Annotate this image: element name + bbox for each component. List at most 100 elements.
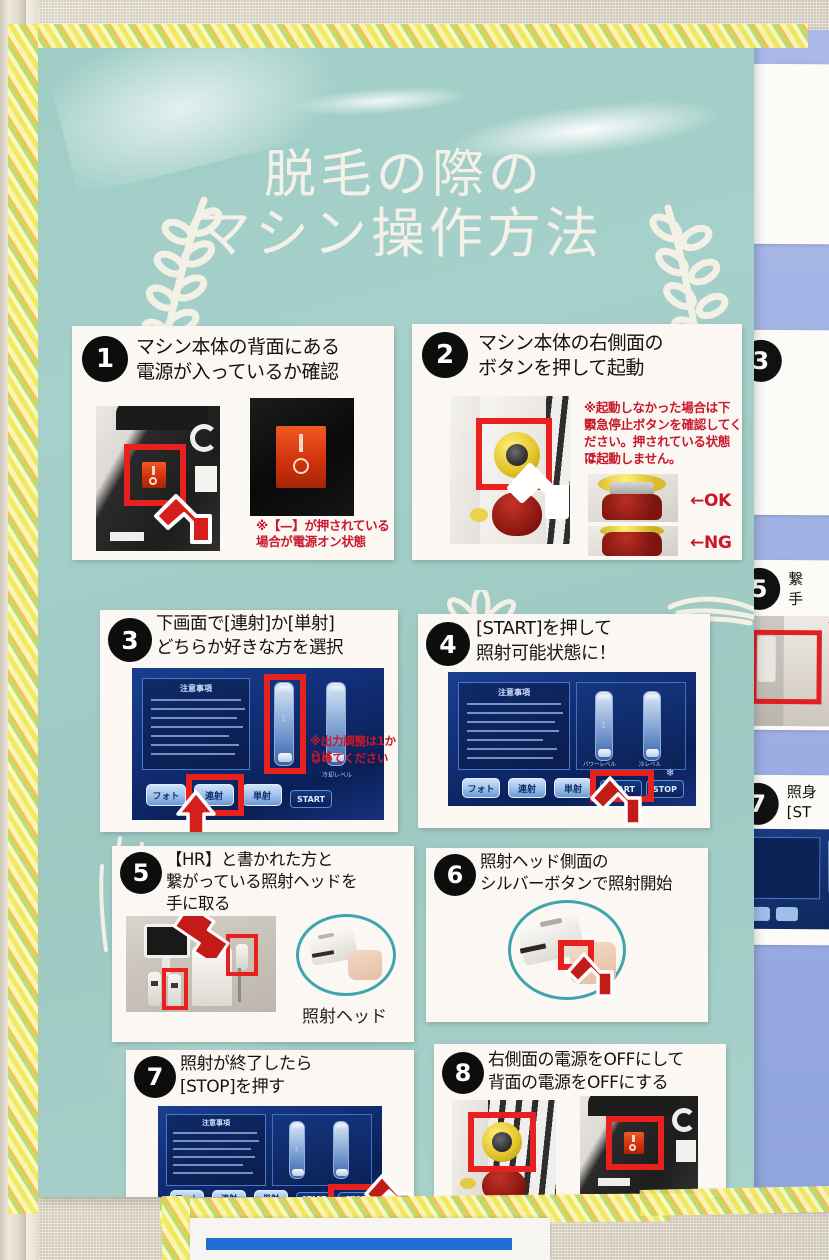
step-4-power-label: パワーレベル (583, 762, 617, 768)
bottom-paper-bar (206, 1238, 512, 1250)
step-1-heading-line1: マシン本体の背面にある (136, 336, 340, 358)
step-5-heading-line1: 【HR】と書かれた方と (166, 850, 333, 869)
title-line-1: 脱毛の際の (263, 145, 544, 205)
step-7-slider-value: 1 (294, 1145, 299, 1153)
main-poster: 脱毛の際の マシン操作方法 1 マシン本体の背面にある 電源が入っているか確認 (36, 42, 754, 1197)
step-5-arrow-icon (170, 916, 236, 967)
step-5-handpiece-holder (236, 944, 248, 970)
step-7-heading-line2: [STOP]を押す (180, 1077, 285, 1097)
step-1-power-switch (142, 462, 166, 488)
step-5-heading-line3: 手に取る (166, 894, 231, 913)
step-7-caution-panel: 注意事項 (166, 1114, 266, 1186)
step-4-slider-panel: 1 パワーレベル 冷レベル (576, 682, 686, 770)
step-3-power-slider[interactable] (274, 682, 294, 766)
step-5-handpiece-hr (168, 974, 181, 1008)
step-number-6: 6 (434, 854, 476, 896)
step-4-snowflake-icon: ❄ (666, 768, 675, 779)
step-3-slider-value: 1 (281, 714, 287, 723)
step-4-button-stop[interactable]: STOP (646, 780, 684, 798)
step-6-head-circle (508, 900, 626, 1000)
step-4-machine-screen: 注意事項 1 パワーレベル 冷レベル (448, 672, 696, 806)
right-step-7-heading-line2: [ST (786, 803, 812, 822)
step-1-highlight-rect (124, 444, 186, 506)
step-3-button-photo[interactable]: フォト (146, 784, 186, 806)
step-4-button-photo[interactable]: フォト (462, 778, 500, 798)
step-3-heading-line1: 下画面で[連射]か[単射] (156, 614, 335, 634)
step-5-caption: 照射ヘッド (302, 1007, 387, 1027)
step-number-3: 3 (108, 618, 152, 662)
step-1-note-line1: ※【—】が押されている (256, 518, 390, 533)
washi-tape-left-lower (162, 1196, 190, 1260)
step-5-monitor (144, 924, 190, 958)
step-4-caution-panel: 注意事項 (458, 682, 570, 770)
step-number-5: 5 (120, 852, 162, 894)
step-2-note-line1: ※起動しなかった場合は下の (584, 400, 731, 432)
step-5-heading-line2: 繋がっている照射ヘッドを (166, 872, 358, 891)
step-7-heading-line1: 照射が終了したら (180, 1054, 313, 1074)
step-card-3: 3 下画面で[連射]か[単射] どちらか好きな方を選択 注意事項 1 (100, 610, 398, 832)
page-title: 脱毛の際の マシン操作方法 (36, 146, 754, 265)
step-4-caution-title: 注意事項 (498, 688, 530, 697)
step-2-arrow-icon (502, 462, 570, 528)
right-step-7-heading-line1: 照身 (786, 783, 817, 802)
step-7-button-single[interactable]: 単射 (254, 1190, 288, 1197)
step-card-8: 8 右側面の電源をOFFにして 背面の電源をOFFにする ※【o】が押されている… (434, 1044, 726, 1197)
step-card-6: 6 照射ヘッド側面の シルバーボタンで照射開始 (426, 848, 708, 1022)
step-2-note-line2: 緊急停止ボタンを確認してく (584, 417, 742, 432)
step-3-cooling-label: 冷却レベル (322, 772, 353, 779)
step-number-1: 1 (82, 336, 128, 382)
title-line-2: マシン操作方法 (197, 202, 603, 266)
step-5-photo-room (126, 916, 276, 1012)
step-7-slider-panel: 1 (272, 1114, 372, 1186)
step-2-ok-label: ←OK (690, 491, 731, 511)
step-4-cooling-slider[interactable] (643, 691, 661, 761)
step-3-button-single[interactable]: 単射 (242, 784, 282, 806)
step-number-4: 4 (426, 622, 470, 666)
step-card-1: 1 マシン本体の背面にある 電源が入っているか確認 (72, 326, 394, 560)
step-1-photo-switch-closeup (250, 398, 354, 516)
step-1-arrow-icon (148, 492, 218, 551)
step-4-heading-line1: [START]を押して (476, 618, 612, 639)
step-8-emergency-stop (482, 1168, 526, 1197)
step-1-note-line2: 場合が電源オン状態 (256, 534, 366, 549)
step-7-arrow-icon (360, 1172, 414, 1197)
step-7-machine-screen: 注意事項 1 フォト 連射 単射 (158, 1106, 382, 1197)
step-card-5: 5 【HR】と書かれた方と 繋がっている照射ヘッドを 手に取る (112, 846, 414, 1042)
step-7-button-photo[interactable]: フォト (170, 1190, 204, 1197)
step-3-machine-screen: 注意事項 1 冷却レベル フォト 連射 単射 START (132, 668, 384, 820)
step-2-ng-label: ←NG (690, 533, 732, 553)
washi-tape-left (8, 24, 38, 1214)
washi-tape-bottom-right (639, 1186, 829, 1216)
step-8-heading-line1: 右側面の電源をOFFにして (488, 1050, 684, 1070)
step-5-highlight-handpiece (162, 968, 188, 1010)
step-3-cooling-slider[interactable] (326, 682, 346, 766)
step-8-highlight-side (468, 1112, 536, 1172)
step-7-cooling-slider[interactable] (333, 1121, 349, 1179)
step-2-note-line3: ださい。押されている状態で (584, 434, 731, 466)
step-4-power-slider[interactable] (595, 691, 613, 761)
step-2-emergency-stop-button (492, 492, 542, 536)
step-2-photo-ok (588, 474, 678, 522)
washi-tape-top (8, 24, 808, 48)
step-3-button-start[interactable]: START (290, 790, 332, 808)
step-5-handpiece-left (148, 972, 161, 1006)
step-5-head-circle (296, 914, 396, 996)
step-card-2: 2 マシン本体の右側面の ボタンを押して起動 ※起動しなかった場合は下の 緊急停… (412, 324, 742, 560)
step-8-highlight-back (606, 1116, 664, 1170)
step-5-photo-head (307, 928, 386, 984)
step-7-power-slider[interactable] (289, 1121, 305, 1179)
step-4-button-rapid[interactable]: 連射 (508, 778, 546, 798)
step-4-heading-line2: 照射可能状態に！ (476, 643, 617, 664)
bottom-paper (190, 1218, 550, 1260)
step-number-7: 7 (134, 1056, 176, 1098)
step-8-photo-side-power (452, 1100, 556, 1197)
step-2-note-line4: は起動しません。 (584, 451, 682, 466)
step-3-caution-panel: 注意事項 (142, 678, 250, 770)
step-number-8: 8 (442, 1052, 484, 1094)
right-step-5-heading-line2: 手 (788, 590, 804, 609)
step-card-7: 7 照射が終了したら [STOP]を押す 注意事項 (126, 1050, 414, 1197)
step-2-heading-line2: ボタンを押して起動 (478, 357, 644, 379)
right-step-5-heading-line1: 繋 (788, 570, 804, 589)
step-6-arrow-icon (562, 950, 620, 1006)
step-7-button-rapid[interactable]: 連射 (212, 1190, 246, 1197)
